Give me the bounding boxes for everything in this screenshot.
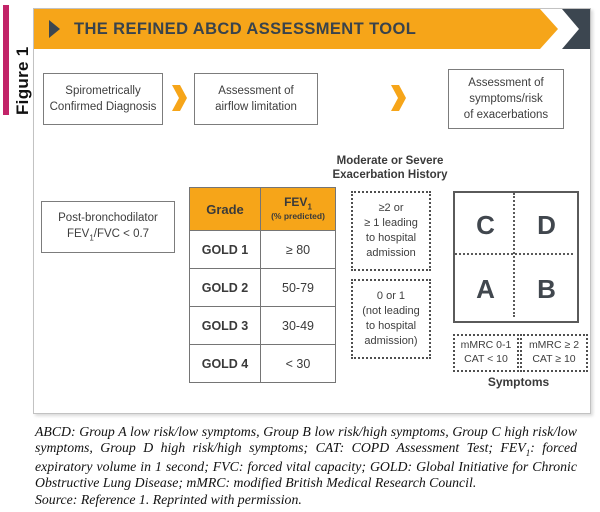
quadrant-a: A xyxy=(476,273,495,304)
flow-step-line: of exacerbations xyxy=(463,109,549,122)
figure-number-label: Figure 1 xyxy=(13,46,32,115)
grade-column-header: Grade xyxy=(189,187,261,231)
table-header-row: Grade FEV1 (% predicted) xyxy=(189,187,336,231)
table-row: GOLD 3 30-49 xyxy=(189,306,336,345)
grade-cell: GOLD 1 xyxy=(189,230,261,269)
criteria-line: FEV1/FVC < 0.7 xyxy=(66,228,150,243)
flow-arrow-icon xyxy=(391,85,406,111)
table-row: GOLD 1 ≥ 80 xyxy=(189,230,336,269)
flow-step-line: Assessment of xyxy=(468,76,544,89)
exacerbation-history-heading: Moderate or Severe Exacerbation History xyxy=(332,155,448,182)
banner-end-chevron-icon xyxy=(562,9,590,49)
value-cell: ≥ 80 xyxy=(260,230,336,269)
banner-title: THE REFINED ABCD ASSESSMENT TOOL xyxy=(74,20,417,38)
high-symptoms-box: mMRC ≥ 2 CAT ≥ 10 xyxy=(520,334,588,372)
criteria-line: Post-bronchodilator xyxy=(58,212,158,225)
spirometry-criteria-box: Post-bronchodilator FEV1/FVC < 0.7 xyxy=(41,201,175,253)
quadrant-c: C xyxy=(476,209,495,240)
flow-step-airflow: Assessment of airflow limitation xyxy=(194,73,318,125)
abcd-quadrant-grid: C D A B xyxy=(453,191,579,323)
gold-grade-table: Grade FEV1 (% predicted) GOLD 1 ≥ 80 GOL… xyxy=(189,187,336,383)
fev1-column-header: FEV1 (% predicted) xyxy=(260,187,336,231)
low-exacerbation-risk-box: 0 or 1 (not leading to hospital admissio… xyxy=(351,279,431,359)
high-exacerbation-risk-box: ≥2 or ≥ 1 leading to hospital admission xyxy=(351,191,431,271)
low-symptoms-box: mMRC 0-1 CAT < 10 xyxy=(453,334,519,372)
flow-step-line: Assessment of xyxy=(218,84,294,97)
table-row: GOLD 2 50-79 xyxy=(189,268,336,307)
flow-step-line: Confirmed Diagnosis xyxy=(49,101,157,113)
flow-step-diagnosis: Spirometrically Confirmed Diagnosis xyxy=(43,73,163,125)
grade-cell: GOLD 4 xyxy=(189,344,261,383)
value-cell: 50-79 xyxy=(260,268,336,307)
figure-caption: ABCD: Group A low risk/low symptoms, Gro… xyxy=(35,424,577,508)
value-cell: 30-49 xyxy=(260,306,336,345)
figure-frame: THE REFINED ABCD ASSESSMENT TOOL Spirome… xyxy=(33,8,591,414)
grid-vertical-divider xyxy=(513,193,515,317)
quadrant-d: D xyxy=(537,209,556,240)
figure-accent-bar xyxy=(3,5,9,115)
caption-source: Source: Reference 1. Reprinted with perm… xyxy=(35,491,302,507)
symptoms-axis-label: Symptoms xyxy=(487,375,550,389)
flow-step-symptoms-risk: Assessment of symptoms/risk of exacerbat… xyxy=(448,69,564,129)
flow-arrow-icon xyxy=(172,85,187,111)
flow-step-line: symptoms/risk xyxy=(469,92,543,105)
caption-text: ABCD: Group A low risk/low symptoms, Gro… xyxy=(35,424,577,491)
table-row: GOLD 4 < 30 xyxy=(189,344,336,383)
banner-arrow-icon xyxy=(49,20,60,38)
grade-cell: GOLD 2 xyxy=(189,268,261,307)
value-cell: < 30 xyxy=(260,344,336,383)
grid-horizontal-divider xyxy=(455,253,573,255)
banner-orange-arrow xyxy=(34,9,558,49)
quadrant-b: B xyxy=(537,273,556,304)
flow-step-line: Spirometrically xyxy=(65,84,141,97)
fev1-units-note: (% predicted) xyxy=(271,211,325,222)
banner-ribbon xyxy=(34,9,590,49)
flow-step-line: airflow limitation xyxy=(215,101,297,113)
grade-cell: GOLD 3 xyxy=(189,306,261,345)
